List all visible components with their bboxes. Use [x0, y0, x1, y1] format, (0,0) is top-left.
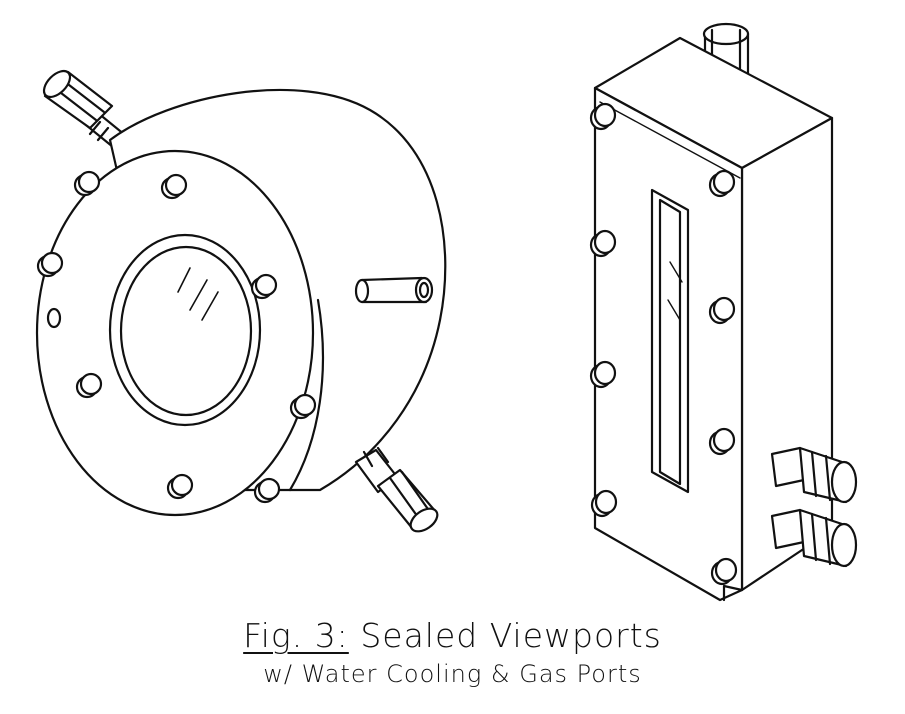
figure-caption-subtitle: w/ Water Cooling & Gas Ports: [263, 660, 642, 688]
round-viewport: [35, 69, 447, 533]
figure-title: Sealed Viewports: [360, 616, 662, 655]
round-top-gas-fitting: [42, 69, 127, 149]
rect-window-glass: [658, 198, 682, 486]
round-water-pipe: [354, 276, 434, 304]
round-bottom-gas-fitting: [354, 446, 439, 533]
figure-caption-title: Fig. 3: Sealed Viewports: [0, 616, 905, 655]
rect-window-frame: [650, 188, 690, 494]
round-glass-glare: [177, 267, 219, 321]
round-bolts: [36, 170, 317, 504]
rect-bolts: [589, 102, 738, 586]
figure-label: Fig. 3:: [243, 616, 349, 655]
rect-side-fitting-upper: [770, 446, 858, 504]
rectangular-viewport: [589, 22, 858, 602]
round-window-glass: [119, 245, 253, 417]
round-window-ring: [108, 233, 262, 427]
rect-side-fitting-lower: [770, 508, 858, 568]
